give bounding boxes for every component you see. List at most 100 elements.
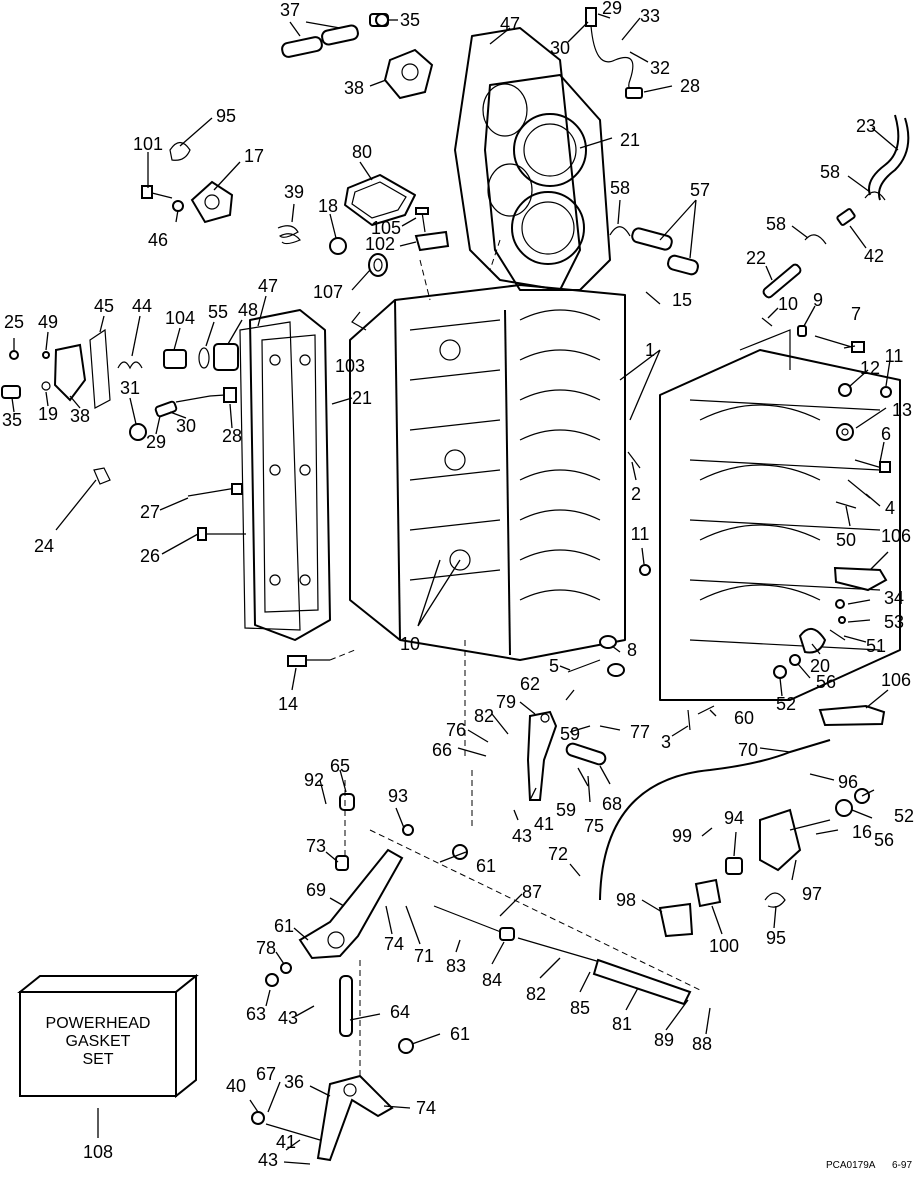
bracket-106-upper bbox=[833, 566, 888, 592]
washer-78 bbox=[280, 962, 292, 974]
fitting-104 bbox=[163, 349, 187, 369]
callout-3: 3 bbox=[661, 732, 671, 752]
callout-13: 13 bbox=[892, 400, 912, 420]
callout-101: 101 bbox=[133, 134, 163, 154]
bolt-7 bbox=[814, 335, 865, 353]
callout-71: 71 bbox=[414, 946, 434, 966]
callout-17: 17 bbox=[244, 146, 264, 166]
callout-95-lower: 95 bbox=[766, 928, 786, 948]
callout-46: 46 bbox=[148, 230, 168, 250]
gasket-set-number: 108 bbox=[83, 1142, 113, 1162]
gasket-45 bbox=[89, 328, 111, 409]
cap-31 bbox=[129, 423, 147, 441]
screw-60 bbox=[697, 705, 715, 715]
pin-2 bbox=[627, 451, 641, 469]
callout-97: 97 bbox=[802, 884, 822, 904]
plug-18 bbox=[329, 237, 347, 255]
alignment-lines bbox=[329, 239, 701, 1080]
callout-55: 55 bbox=[208, 302, 228, 322]
washer-9 bbox=[797, 325, 807, 337]
callout-59-lower: 59 bbox=[556, 800, 576, 820]
callout-42: 42 bbox=[864, 246, 884, 266]
callout-1: 1 bbox=[645, 340, 655, 360]
callout-19: 19 bbox=[38, 404, 58, 424]
callout-53: 53 bbox=[884, 612, 904, 632]
callout-40: 40 bbox=[226, 1076, 246, 1096]
callout-32: 32 bbox=[650, 58, 670, 78]
callout-107: 107 bbox=[313, 282, 343, 302]
callout-56-lower: 56 bbox=[874, 830, 894, 850]
fitting-35-left bbox=[1, 385, 21, 399]
callout-74-upper: 74 bbox=[384, 934, 404, 954]
callout-27: 27 bbox=[140, 502, 160, 522]
link-64 bbox=[339, 975, 353, 1037]
callout-25: 25 bbox=[4, 312, 24, 332]
valve-48 bbox=[213, 343, 239, 371]
nut-63 bbox=[265, 973, 279, 987]
clip-24 bbox=[93, 467, 111, 485]
crankcase bbox=[659, 329, 901, 701]
screw-50 bbox=[835, 501, 857, 509]
bolt-26 bbox=[197, 527, 246, 541]
clamp-58-mid bbox=[804, 234, 827, 245]
bracket-102 bbox=[414, 230, 450, 252]
nut-52-upper bbox=[773, 665, 787, 679]
spring-44 bbox=[117, 361, 143, 370]
callout-28-left: 28 bbox=[222, 426, 242, 446]
callout-21-left: 21 bbox=[352, 388, 372, 408]
callout-20: 20 bbox=[810, 656, 830, 676]
gasket-set-box: POWERHEAD GASKET SET 108 bbox=[17, 973, 199, 1162]
washer-46 bbox=[172, 200, 184, 212]
callout-47-left: 47 bbox=[258, 276, 278, 296]
callout-95-top: 95 bbox=[216, 106, 236, 126]
callout-104: 104 bbox=[165, 308, 195, 328]
clip-95-lower bbox=[764, 892, 786, 908]
callout-52-upper: 52 bbox=[776, 694, 796, 714]
fitting-11-center bbox=[639, 564, 651, 576]
callout-75: 75 bbox=[584, 816, 604, 836]
washer-53 bbox=[838, 616, 846, 624]
oring-55 bbox=[198, 347, 210, 369]
callout-83: 83 bbox=[446, 956, 466, 976]
pin-51 bbox=[829, 629, 846, 641]
callout-85: 85 bbox=[570, 998, 590, 1018]
callout-100: 100 bbox=[709, 936, 739, 956]
callout-30-top: 30 bbox=[550, 38, 570, 58]
callout-102: 102 bbox=[365, 234, 395, 254]
clamp-58-right bbox=[864, 191, 886, 201]
bolt-61-lower bbox=[398, 1038, 414, 1054]
callout-58-right: 58 bbox=[820, 162, 840, 182]
callout-98: 98 bbox=[616, 890, 636, 910]
clamp-58-center bbox=[609, 226, 631, 237]
callout-35-top: 35 bbox=[400, 10, 420, 30]
exhaust-cover bbox=[249, 309, 331, 641]
callout-103: 103 bbox=[335, 356, 365, 376]
callout-59-upper: 59 bbox=[560, 724, 580, 744]
fitting-12 bbox=[838, 383, 852, 397]
callout-2: 2 bbox=[631, 484, 641, 504]
spring-39 bbox=[277, 225, 301, 245]
callout-14: 14 bbox=[278, 694, 298, 714]
callout-77: 77 bbox=[630, 722, 650, 742]
screw-105 bbox=[415, 207, 429, 233]
screw-5 bbox=[567, 659, 601, 673]
callout-51: 51 bbox=[866, 636, 886, 656]
callout-82-lower: 82 bbox=[526, 984, 546, 1004]
rod-70 bbox=[599, 739, 831, 901]
callout-21-top: 21 bbox=[620, 130, 640, 150]
callout-47-top: 47 bbox=[500, 14, 520, 34]
callout-69: 69 bbox=[306, 880, 326, 900]
callout-15: 15 bbox=[672, 290, 692, 310]
callout-12: 12 bbox=[860, 358, 880, 378]
callout-84: 84 bbox=[482, 970, 502, 990]
sensor-30-left bbox=[154, 387, 237, 418]
callout-24: 24 bbox=[34, 536, 54, 556]
callout-8: 8 bbox=[627, 640, 637, 660]
screw-101 bbox=[141, 185, 173, 199]
fitting-84 bbox=[499, 927, 515, 941]
callout-66: 66 bbox=[432, 740, 452, 760]
callout-39: 39 bbox=[284, 182, 304, 202]
screw-3 bbox=[687, 709, 691, 731]
screw-15 bbox=[645, 291, 661, 305]
